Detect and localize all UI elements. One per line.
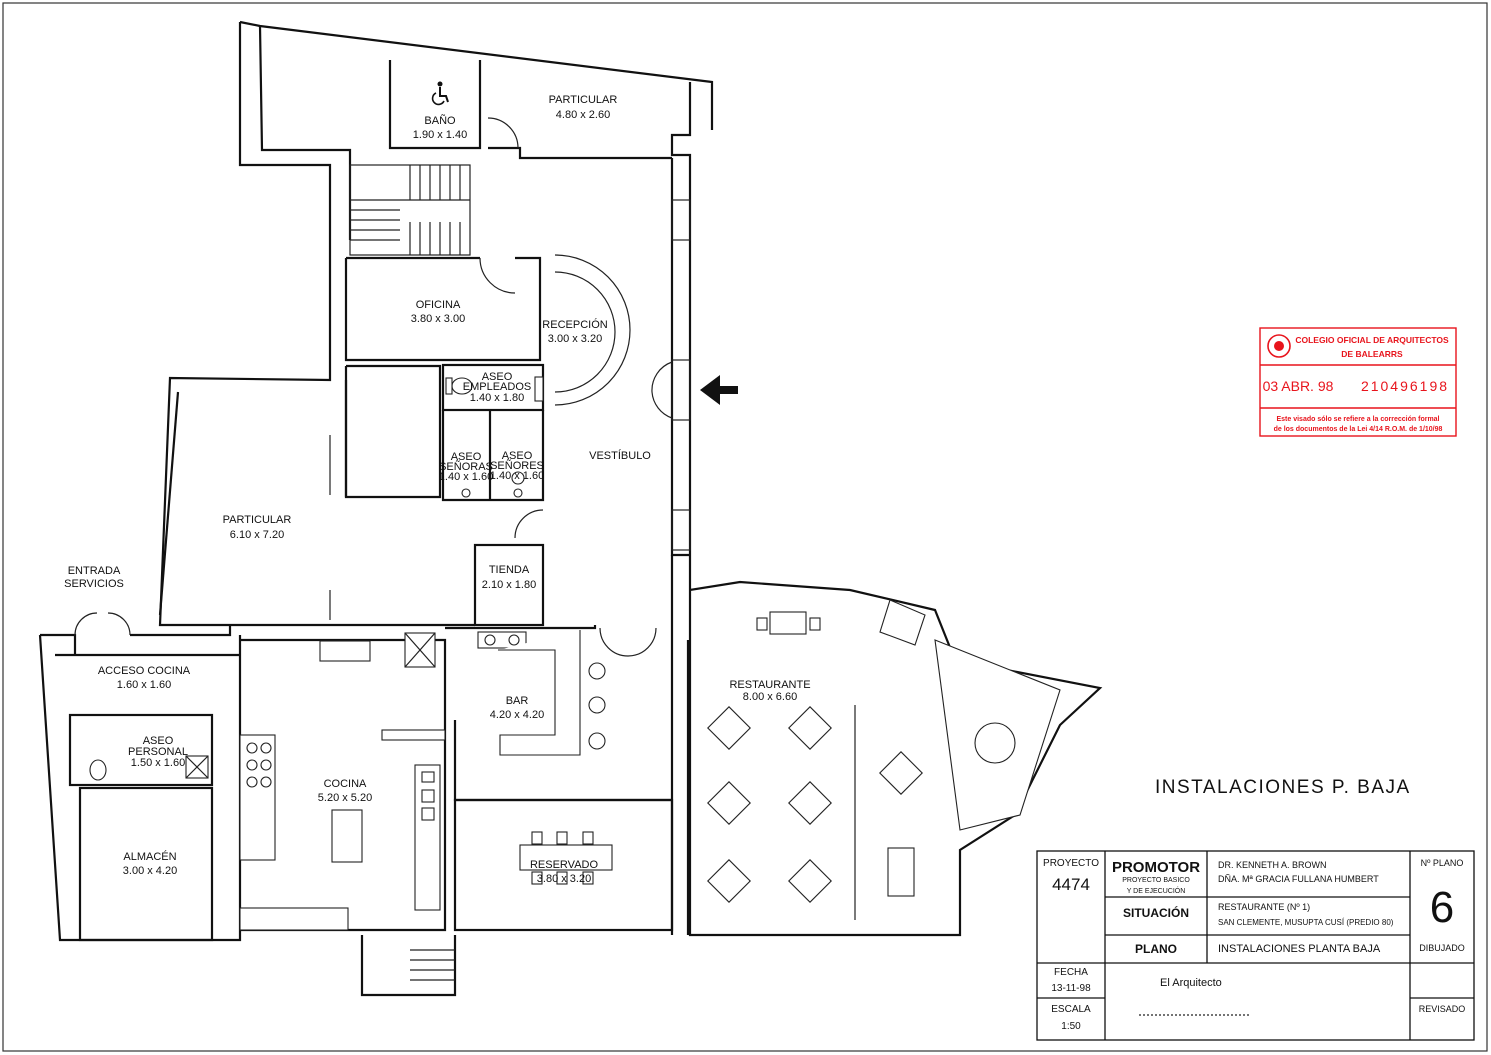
room-bar-name: BAR xyxy=(506,695,529,707)
tb-proyecto-label: PROYECTO xyxy=(1043,858,1099,869)
room-aseo-empleados-name: ASEO xyxy=(482,371,513,383)
room-restaurante-size: 8.00 x 6.60 xyxy=(743,691,797,703)
room-aseo-senoras-name2: SEÑORAS xyxy=(439,460,493,473)
room-entrada-name2: SERVICIOS xyxy=(64,578,124,590)
room-aseo-senores-name2: SEÑORES xyxy=(490,459,544,472)
tb-promotor-line1: DR. KENNETH A. BROWN xyxy=(1218,860,1327,870)
room-cocina-size: 5.20 x 5.20 xyxy=(318,792,372,804)
room-restaurante-name: RESTAURANTE xyxy=(729,679,810,691)
tb-promotor-sub2: Y DE EJECUCIÓN xyxy=(1127,886,1186,895)
tb-plano-value: INSTALACIONES PLANTA BAJA xyxy=(1218,943,1381,955)
room-particular-top-size: 4.80 x 2.60 xyxy=(556,109,610,121)
stamp-date: 03 ABR. 98 xyxy=(1263,378,1334,394)
room-labels: BAÑO 1.90 x 1.40 PARTICULAR 4.80 x 2.60 … xyxy=(64,81,811,885)
room-bar-size: 4.20 x 4.20 xyxy=(490,709,544,721)
room-particular-left-size: 6.10 x 7.20 xyxy=(230,529,284,541)
room-aseo-senores-size: 1.40 x 1.60 xyxy=(490,470,544,482)
room-aseo-senoras-size: 1.40 x 1.60 xyxy=(439,471,493,483)
room-aseo-senoras-name: ASEO xyxy=(451,451,482,463)
tb-arquitecto-label: El Arquitecto xyxy=(1160,977,1222,989)
tb-nplano-label: Nº PLANO xyxy=(1421,858,1464,868)
room-almacen-size: 3.00 x 4.20 xyxy=(123,865,177,877)
room-oficina-size: 3.80 x 3.00 xyxy=(411,313,465,325)
restaurant-tables xyxy=(707,706,1016,903)
stove-burners xyxy=(246,742,272,788)
wheelchair-icon xyxy=(431,81,449,106)
tb-fecha-value: 13-11-98 xyxy=(1051,983,1091,994)
room-aseo-personal-name: ASEO xyxy=(143,735,174,747)
tb-revisado-label: REVISADO xyxy=(1419,1004,1466,1014)
room-entrada-name: ENTRADA xyxy=(68,565,121,577)
room-bano-size: 1.90 x 1.40 xyxy=(413,129,467,141)
tb-promotor-line2: DÑA. Mª GRACIA FULLANA HUMBERT xyxy=(1218,874,1379,884)
tb-proyecto-value: 4474 xyxy=(1052,875,1090,894)
room-particular-top-name: PARTICULAR xyxy=(549,94,618,106)
stamp-number: 210496198 xyxy=(1361,378,1449,394)
tb-situacion-line1: RESTAURANTE (Nº 1) xyxy=(1218,902,1310,912)
room-acceso-cocina-size: 1.60 x 1.60 xyxy=(117,679,171,691)
room-cocina-name: COCINA xyxy=(324,778,367,790)
room-acceso-cocina-name: ACCESO COCINA xyxy=(98,665,191,677)
room-recepcion-size: 3.00 x 3.20 xyxy=(548,333,602,345)
tb-plano-label: PLANO xyxy=(1135,942,1177,956)
room-tienda-name: TIENDA xyxy=(489,564,530,576)
tb-escala-label: ESCALA xyxy=(1051,1004,1091,1015)
room-tienda-size: 2.10 x 1.80 xyxy=(482,579,536,591)
room-reservado-size: 3.80 x 3.20 xyxy=(537,873,591,885)
tb-promotor-label: PROMOTOR xyxy=(1112,859,1200,876)
tb-nplano-value: 6 xyxy=(1430,883,1454,932)
room-aseo-empleados-size: 1.40 x 1.80 xyxy=(470,392,524,404)
room-almacen-name: ALMACÉN xyxy=(123,850,176,863)
room-reservado-name: RESERVADO xyxy=(530,859,599,871)
entrance-arrow-icon xyxy=(700,375,738,405)
reservado-chairs xyxy=(531,831,594,885)
colegio-seal-icon xyxy=(1267,334,1291,358)
room-aseo-empleados-name2: EMPLEADOS xyxy=(463,381,531,393)
room-vestibulo-name: VESTÍBULO xyxy=(589,449,651,462)
title-block: PROYECTO 4474 PROMOTOR PROYECTO BASICO Y… xyxy=(1036,850,1475,1041)
stamp-line1: COLEGIO OFICIAL DE ARQUITECTOS xyxy=(1295,335,1449,345)
room-recepcion-name: RECEPCIÓN xyxy=(542,318,607,331)
stamp-note1: Este visado sólo se refiere a la correcc… xyxy=(1276,416,1439,423)
tb-escala-value: 1:50 xyxy=(1061,1021,1081,1032)
stamp-line2: DE BALEARRS xyxy=(1341,349,1403,359)
tb-situacion-label: SITUACIÓN xyxy=(1123,905,1189,920)
tb-situacion-line2: SAN CLEMENTE, MUSUPTA CUSÍ (PREDIO 80) xyxy=(1218,918,1394,927)
stamp-note2: de los documentos de la Lei 4/14 R.O.M. … xyxy=(1274,426,1443,433)
tb-fecha-label: FECHA xyxy=(1054,967,1088,978)
room-oficina-name: OFICINA xyxy=(416,299,461,311)
tb-promotor-sub1: PROYECTO BASICO xyxy=(1122,877,1190,884)
room-particular-left-name: PARTICULAR xyxy=(223,514,292,526)
room-aseo-senores-name: ASEO xyxy=(502,450,533,462)
drawing-title: INSTALACIONES P. BAJA xyxy=(1155,777,1411,798)
floor-plan xyxy=(38,20,1103,997)
room-aseo-personal-name2: PERSONAL xyxy=(128,746,188,758)
room-aseo-personal-size: 1.50 x 1.60 xyxy=(131,757,185,769)
visado-stamp: COLEGIO OFICIAL DE ARQUITECTOS DE BALEAR… xyxy=(1259,327,1457,437)
tb-dibujado-label: DIBUJADO xyxy=(1419,943,1465,953)
room-bano-name: BAÑO xyxy=(424,114,456,127)
